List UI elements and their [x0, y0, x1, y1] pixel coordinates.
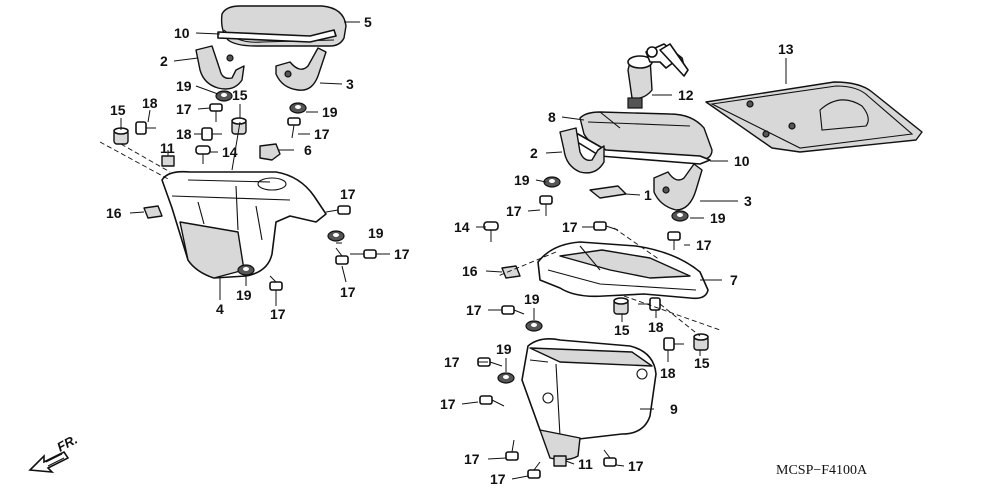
callout-1: 1 [644, 187, 652, 203]
callout-19: 19 [514, 172, 530, 188]
callout-17: 17 [394, 246, 410, 262]
callout-17: 17 [270, 306, 286, 322]
part-3-hinge-right [653, 163, 703, 211]
screw-17-i [593, 221, 619, 231]
nut-11-a [161, 155, 175, 167]
screw-17-l [479, 395, 505, 407]
callout-17: 17 [340, 186, 356, 202]
callout-11: 11 [578, 456, 593, 472]
screw-17-m [505, 439, 519, 461]
clip-6 [259, 143, 281, 161]
screw-17-g [539, 195, 553, 216]
callout-3: 3 [744, 193, 752, 209]
callout-17: 17 [466, 302, 482, 318]
callout-14: 14 [222, 144, 238, 160]
callout-15: 15 [694, 355, 710, 371]
part-10-seal [217, 29, 337, 43]
callout-19: 19 [236, 287, 252, 303]
screw-17-c [325, 205, 351, 215]
part-1-latch [589, 185, 627, 199]
part-2-hinge-left [195, 45, 245, 90]
bolt-14-a [195, 145, 211, 164]
left-assembly [99, 5, 390, 306]
callout-13: 13 [778, 41, 794, 57]
screw-17-d [350, 249, 377, 259]
callout-19: 19 [710, 210, 726, 226]
front-direction-indicator: FR. [28, 432, 80, 473]
callout-5: 5 [364, 14, 372, 30]
callout-15: 15 [110, 102, 126, 118]
callout-18: 18 [648, 319, 664, 335]
callout-17: 17 [562, 219, 578, 235]
part-12-key-cylinder [627, 43, 689, 109]
screw-17-n [603, 449, 617, 467]
callout-17: 17 [628, 458, 644, 474]
callout-14: 14 [454, 219, 470, 235]
callout-18: 18 [142, 95, 158, 111]
callout-4: 4 [216, 301, 224, 317]
part-13-mat [705, 81, 923, 153]
callout-19: 19 [368, 225, 384, 241]
tab-16-a [143, 205, 163, 219]
callout-17: 17 [440, 396, 456, 412]
callout-17: 17 [506, 203, 522, 219]
callout-17: 17 [176, 101, 192, 117]
screw-17-e [335, 247, 349, 265]
callout-10: 10 [734, 153, 750, 169]
callout-19: 19 [496, 341, 512, 357]
bolt-18-b [201, 127, 222, 141]
callout-6: 6 [304, 142, 312, 158]
callout-19: 19 [322, 104, 338, 120]
fr-label: FR. [54, 432, 80, 455]
fr-arrow-icon [28, 450, 70, 473]
part-2-hinge-right [559, 127, 605, 174]
bolt-18-c [638, 297, 661, 311]
callout-3: 3 [346, 76, 354, 92]
callout-2: 2 [160, 53, 168, 69]
part-4-lower-box [179, 221, 245, 279]
callout-18: 18 [176, 126, 192, 142]
bolt-14-b [483, 221, 499, 242]
callout-18: 18 [660, 365, 676, 381]
callout-15: 15 [614, 322, 630, 338]
diagram-code: MCSP−F4100A [776, 463, 868, 478]
callout-12: 12 [678, 87, 694, 103]
part-3-hinge-left [275, 47, 327, 91]
callout-17: 17 [444, 354, 460, 370]
screw-17-a [209, 103, 223, 122]
callout-15: 15 [232, 87, 248, 103]
screw-17-b [287, 117, 301, 139]
callout-17: 17 [340, 284, 356, 300]
nut-11-b [553, 455, 567, 467]
callout-10: 10 [174, 25, 190, 41]
collar-15-c [613, 297, 629, 315]
callout-17: 17 [490, 471, 506, 487]
callout-17: 17 [314, 126, 330, 142]
callout-16: 16 [106, 205, 122, 221]
callout-16: 16 [462, 263, 478, 279]
bolt-18-a [135, 121, 156, 135]
callout-8: 8 [548, 109, 556, 125]
callout-19: 19 [176, 78, 192, 94]
callout-17: 17 [464, 451, 480, 467]
callout-7: 7 [730, 272, 738, 288]
callout-11: 11 [160, 140, 175, 156]
screw-17-f [269, 275, 283, 291]
screw-17-h [667, 231, 681, 250]
callout-2: 2 [530, 145, 538, 161]
screw-17-j [501, 305, 525, 315]
right-assembly [461, 43, 923, 480]
callout-19: 19 [524, 291, 540, 307]
callout-9: 9 [670, 401, 678, 417]
bolt-18-d [663, 337, 684, 351]
callout-17: 17 [696, 237, 712, 253]
collar-15-b [113, 127, 129, 145]
collar-15-d [693, 333, 709, 351]
callout-labels: 10 5 2 3 19 17 15 19 15 18 18 17 11 14 6… [106, 14, 794, 487]
screw-17-o [527, 461, 541, 479]
